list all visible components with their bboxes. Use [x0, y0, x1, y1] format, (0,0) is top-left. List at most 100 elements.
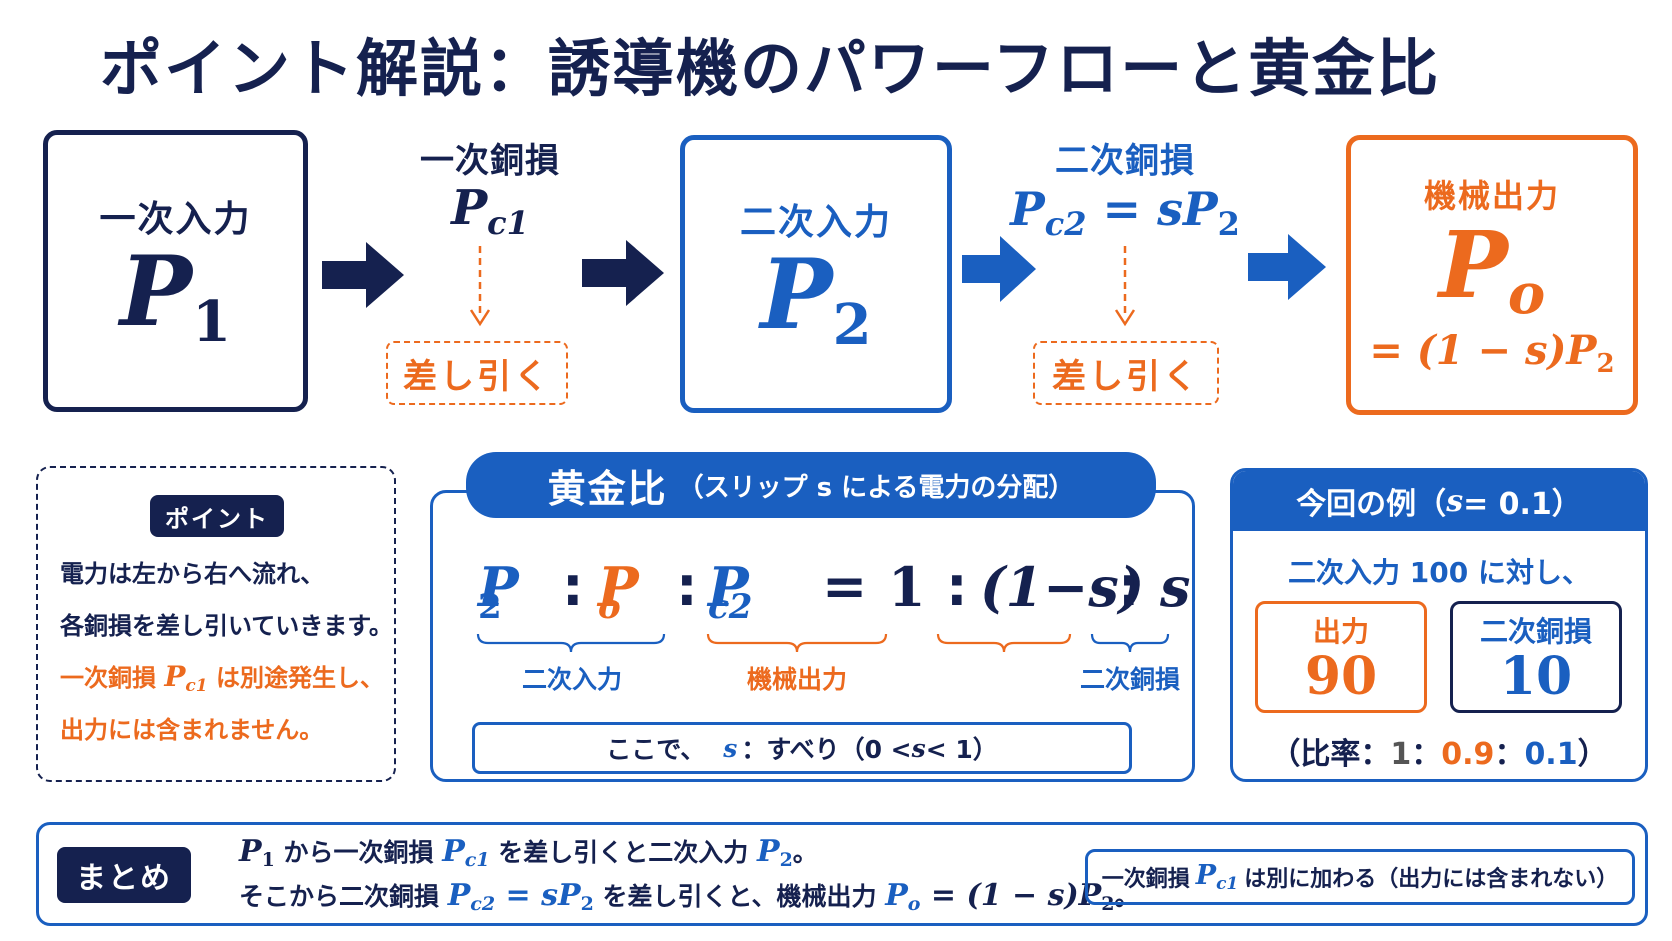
secondary-input-box: 二次入力 P2 [680, 135, 952, 413]
point-line-3-a: 一次銅損 [60, 664, 165, 692]
symbol-sub: c1 [185, 676, 208, 696]
example-loss-value: 10 [1499, 645, 1573, 707]
brace-mechanical-output-icon [706, 633, 888, 653]
example-panel: 今回の例（s = 0.1） 二次入力 100 に対し、 出力 90 二次銅損 1… [1230, 468, 1648, 782]
secondary-input-symbol: P2 [760, 244, 872, 359]
brace-secondary-loss-icon [1090, 633, 1170, 653]
formula-sub: 2 [1217, 205, 1240, 243]
symbol-sub: c2 [470, 893, 496, 915]
example-output-label: 出力 [1312, 614, 1369, 648]
symbol-sub: o [907, 893, 921, 915]
ratio-colon: : [946, 555, 968, 618]
point-line-3: 一次銅損 Pc1 は別途発生し、 [60, 658, 384, 696]
mechanical-output-formula: = (1 − s)P2 [1369, 327, 1614, 379]
secondary-copper-loss-formula: Pc2 = sP2 [1005, 182, 1245, 243]
symbol-p: P [447, 878, 471, 913]
example-description: 二次入力 100 に対し、 [1288, 556, 1590, 589]
slip-note-b: ：すべり（0 < [741, 735, 912, 764]
summary-text: 。 [792, 838, 818, 867]
secondary-input-label: 二次入力 [739, 202, 892, 244]
point-line-1: 電力は左から右へ流れ、 [60, 560, 325, 588]
symbol-sub: 2 [832, 292, 872, 359]
ratio-value-09: 0.9 [1441, 737, 1495, 772]
point-line-2: 各銅損を差し引いていきます。 [60, 612, 393, 640]
example-loss-card: 二次銅損 10 [1450, 601, 1622, 713]
flow-arrow-icon [962, 236, 1036, 302]
symbol-p: P [1010, 182, 1045, 236]
symbol-sub: o [598, 587, 621, 627]
slip-definition-note: ここで、 s ：すべり（0 < s < 1） [472, 722, 1132, 774]
summary-text: を差し引くと、機械出力 [593, 882, 886, 911]
formula-eq: = sP [1086, 182, 1218, 236]
ratio-value-1: 1 [1390, 737, 1412, 772]
example-header-a: 今回の例（ [1296, 487, 1447, 522]
formula-sub: 2 [1596, 349, 1615, 380]
summary-note-b: は別に加わる（出力には含まれない） [1244, 867, 1619, 892]
summary-line-2: そこから二次銅損 Pc2 = sP2 を差し引くと、機械出力 Po = (1 −… [239, 877, 1139, 915]
ratio-one: 1 [888, 555, 926, 619]
primary-input-box: 一次入力 P1 [43, 130, 308, 412]
flow-arrow-icon [582, 240, 664, 306]
summary-text: 。 [1114, 882, 1140, 911]
symbol-sub: c1 [487, 204, 529, 242]
ratio-colon: : [562, 555, 584, 618]
point-line-3-b: は別途発生し、 [207, 664, 384, 692]
subtract-box-2: 差し引く [1033, 341, 1219, 405]
golden-ratio-subtitle: （スリップ s による電力の分配） [677, 472, 1075, 503]
mechanical-output-box: 機械出力 Po = (1 − s)P2 [1346, 135, 1638, 415]
summary-note-a: 一次銅損 [1101, 867, 1190, 892]
ratio-pre: （比率： [1270, 737, 1391, 772]
summary-line-1: P1 から一次銅損 Pc1 を差し引くと二次入力 P2。 [239, 833, 818, 871]
point-line-4: 出力には含まれません。 [60, 716, 324, 744]
slip-symbol: s [1446, 483, 1464, 519]
primary-input-symbol: P1 [120, 241, 231, 352]
symbol-p: P [1195, 860, 1217, 891]
slip-note-a: ここで、 [606, 735, 706, 764]
ratio-equals: = [822, 555, 868, 618]
symbol-p: P [598, 555, 639, 619]
symbol-sub: c1 [464, 849, 490, 871]
mechanical-output-label: 機械出力 [1423, 176, 1560, 215]
slip-symbol: s [723, 733, 738, 763]
summary-text: から一次銅損 [274, 838, 443, 867]
ratio-post: ） [1577, 737, 1608, 772]
summary-formula: = sP [495, 878, 581, 913]
symbol-p: P [885, 878, 908, 913]
secondary-copper-loss-label: 二次銅損 [1055, 141, 1195, 181]
flow-arrow-icon [322, 242, 404, 308]
brace-label-mechanical-output: 機械出力 [746, 665, 847, 694]
summary-panel: まとめ P1 から一次銅損 Pc1 を差し引くと二次入力 P2。 そこから二次銅… [36, 822, 1648, 926]
ratio-separator: ： [1494, 737, 1525, 772]
summary-text: を差し引くと二次入力 [489, 838, 757, 867]
subtract-box-1: 差し引く [386, 341, 568, 405]
primary-copper-loss-symbol: Pc1 [410, 180, 570, 242]
ratio-one-minus-s: (1−s) [980, 555, 1145, 619]
brace-label-secondary-input: 二次入力 [521, 665, 622, 694]
point-panel: ポイント 電力は左から右へ流れ、 各銅損を差し引いていきます。 一次銅損 Pc1… [36, 466, 396, 782]
summary-formula: = (1 − s)P [920, 878, 1102, 913]
golden-ratio-title: 黄金比 [547, 466, 668, 511]
example-ratio: （比率：1：0.9：0.1） [1233, 729, 1645, 773]
example-output-card: 出力 90 [1255, 601, 1427, 713]
symbol-sub: c1 [1216, 874, 1239, 894]
point-badge: ポイント [150, 495, 284, 537]
summary-note-symbol: Pc1 [1196, 860, 1239, 894]
slip-note-c: < 1） [925, 735, 998, 764]
symbol-sub: c2 [1044, 205, 1087, 243]
example-header-b: = 0.1） [1463, 487, 1582, 522]
symbol-sub: 2 [580, 893, 594, 915]
symbol-p: P [760, 238, 833, 352]
brace-one-minus-s-icon [936, 633, 1072, 653]
dashed-down-arrow-icon [1114, 246, 1136, 327]
summary-badge: まとめ [57, 847, 191, 903]
ratio-colon: : [1118, 555, 1140, 618]
symbol-sub: 2 [779, 849, 793, 871]
symbol-p: P [708, 555, 749, 619]
formula-text: = (1 − s)P [1369, 327, 1597, 375]
ratio-separator: ： [1411, 737, 1442, 772]
brace-label-secondary-loss: 二次銅損 [1079, 665, 1180, 694]
